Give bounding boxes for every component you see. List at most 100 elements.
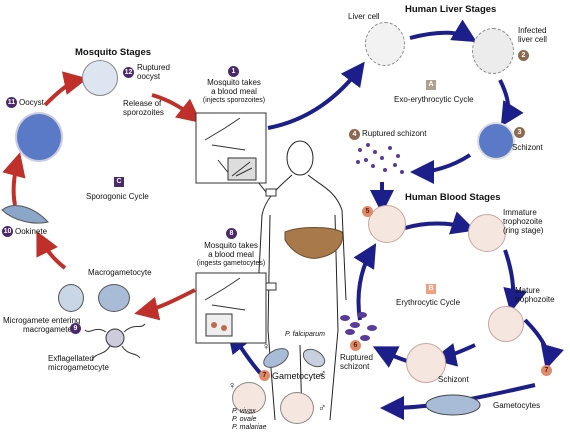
liver-cell <box>365 22 405 66</box>
step-1-line2: a blood meal <box>211 87 257 96</box>
arrow-mature-to-schizont <box>432 343 476 367</box>
step-8-line1: Mosquito takes <box>204 241 258 250</box>
step-2-badge: 2 <box>518 50 529 61</box>
ookinete-label: Ookinete <box>15 227 48 236</box>
step-7-badge-right: 7 <box>541 365 552 376</box>
ookinete-shape <box>1 205 49 224</box>
cycle-a-badge: A <box>426 80 436 90</box>
immature-trophozoite-label: Immature trophozoite (ring stage) <box>503 208 543 235</box>
ruptured-schizont-liver-label: Ruptured schizont <box>362 129 427 138</box>
step-3-badge: 3 <box>514 127 525 138</box>
merozoites-blood <box>340 312 377 341</box>
microgamete-line1: Microgamete entering <box>3 316 81 325</box>
mature-line1: Mature <box>515 286 540 295</box>
release-line2: sporozoites <box>123 108 164 117</box>
release-line1: Release of <box>123 99 162 108</box>
oocyst-label: Oocyst <box>19 98 44 107</box>
mosquito-stages-header: Mosquito Stages <box>75 47 152 58</box>
blood-stages-header: Human Blood Stages <box>405 192 501 203</box>
ruptured-schizont-blood-label: Ruptured schizont <box>340 353 373 371</box>
arrow-1-to-liver <box>267 61 365 130</box>
arrow-ookinete-to-oocyst <box>2 152 26 206</box>
ruptured-b-line2: schizont <box>340 362 370 371</box>
step-1-label: Mosquito takes a blood meal (injects spo… <box>194 78 274 105</box>
arrow-liver-to-infected <box>409 19 477 43</box>
immature-line3: (ring stage) <box>503 226 544 235</box>
falciparum-label: P. falciparum <box>285 331 325 338</box>
blood-schizont-label: Schizont <box>438 375 469 384</box>
ruptured-b-line1: Ruptured <box>340 353 373 362</box>
mosquito-box-lower <box>195 272 267 344</box>
arrow-8-to-macrogametocyte <box>134 288 196 321</box>
step-1-line3: (injects sporozoites) <box>202 97 266 104</box>
cycle-b-badge: B <box>426 284 436 294</box>
arrow-rbc-to-ring <box>404 211 476 235</box>
liver-shape <box>284 227 344 259</box>
mature-trophozoite-label: Mature trophozoite <box>515 286 555 304</box>
injection-tag-lower <box>265 282 277 291</box>
arrow-ring-to-mature <box>503 249 527 313</box>
macrogametocyte-label: Macrogametocyte <box>88 268 152 277</box>
step-8-badge: 8 <box>226 228 237 239</box>
mosquito-box-upper <box>195 112 267 184</box>
oocyst-cell <box>15 112 63 162</box>
step-11-badge: 11 <box>6 97 17 108</box>
step-9-badge: 9 <box>70 323 81 334</box>
microgamete-label: Microgamete entering macrogamete <box>3 316 80 334</box>
uninfected-rbc <box>368 205 406 243</box>
liver-schizont <box>477 122 515 160</box>
exflag-line1: Exflagellated <box>48 354 94 363</box>
vivax-gametocyte-male <box>280 392 314 424</box>
gametocytes-left-label: Gametocytes <box>272 371 326 381</box>
liver-stages-header: Human Liver Stages <box>405 4 497 15</box>
microgamete-cell <box>58 284 84 312</box>
blood-schizont-rbc <box>406 343 446 383</box>
vivax-label: P. vivax <box>232 408 256 415</box>
arrow-9-to-ookinete <box>36 230 67 270</box>
vivax-gametocyte-female <box>232 382 266 414</box>
step-10-badge: 10 <box>2 226 13 237</box>
macrogametocyte-cell <box>98 284 130 312</box>
arrow-oocyst-to-ruptured <box>43 71 88 107</box>
step-8-line2: a blood meal <box>208 250 254 259</box>
gametocytes-right-label: Gametocytes <box>493 401 541 410</box>
arrow-schizont-to-ruptured <box>410 153 472 184</box>
exo-cycle-label: Exo-erythrocytic Cycle <box>394 95 474 104</box>
step-1-badge: 1 <box>228 66 239 77</box>
step-12-badge: 12 <box>123 67 134 78</box>
infected-liver-cell-label: Infected liver cell <box>518 26 547 44</box>
ovale-label: P. ovale <box>232 416 257 423</box>
ring-trophozoite-rbc <box>468 214 506 252</box>
step-5-badge: 5 <box>362 206 373 217</box>
release-sporozoites-label: Release of sporozoites <box>123 99 164 117</box>
step-8-label: Mosquito takes a blood meal (ingests gam… <box>185 241 277 268</box>
exflagellated-label: Exflagellated microgametocyte <box>48 354 109 372</box>
liver-cell-label: Liver cell <box>348 12 380 21</box>
exflagellated-shape <box>84 323 146 361</box>
step-1-line1: Mosquito takes <box>207 78 261 87</box>
arrow-ruptured-to-rbc <box>353 243 377 321</box>
step-4-badge: 4 <box>349 129 360 140</box>
step-8-line3: (ingests gametocytes) <box>196 260 266 267</box>
exflag-line2: microgametocyte <box>48 363 109 372</box>
schizont-liver-label: Schizont <box>512 143 543 152</box>
male-symbol-bottom: ♂ <box>318 402 327 414</box>
mature-line2: trophozoite <box>515 295 555 304</box>
ruptured-oocyst-label: Ruptured oocyst <box>137 63 170 81</box>
female-symbol-bottom: ♀ <box>228 380 237 392</box>
injection-tag-upper <box>265 188 277 197</box>
infected-line2: liver cell <box>518 35 547 44</box>
spo-cycle-label: Sporogonic Cycle <box>86 192 149 201</box>
malariae-label: P. malariae <box>232 424 267 431</box>
immature-line1: Immature <box>503 208 537 217</box>
arrow-ruptured-to-1 <box>151 93 202 123</box>
step-7-badge-left: 7 <box>259 370 270 381</box>
cycle-c-badge: C <box>114 177 124 187</box>
microgamete-line2: macrogamete <box>23 325 72 334</box>
merozoites-liver <box>356 143 404 174</box>
arrow-to-gametocytes <box>523 318 564 370</box>
infected-liver-cell <box>472 28 514 74</box>
ruptured-oocyst-line1: Ruptured <box>137 63 170 72</box>
